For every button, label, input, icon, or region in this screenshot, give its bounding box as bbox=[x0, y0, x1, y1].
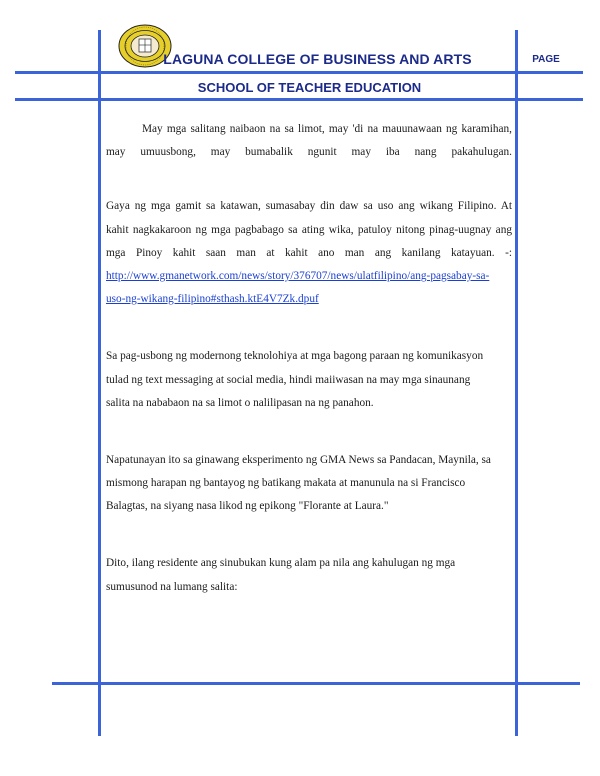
text-line: kahit nagkakaroon ng mga pagbabago sa at… bbox=[106, 223, 512, 236]
paragraph: Dito, ilang residente ang sinubukan kung… bbox=[106, 552, 512, 598]
paragraph: Gaya ng mga gamit sa katawan, sumasabay … bbox=[106, 195, 512, 311]
text-line: salita na nababaon na sa limot o nalilip… bbox=[106, 396, 374, 409]
text-line: may umuusbong, may bumabalik ngunit may … bbox=[106, 146, 512, 159]
paragraph: Napatunayan ito sa ginawang eksperimento… bbox=[106, 449, 512, 519]
text-line: Balagtas, na siyang nasa likod ng epikon… bbox=[106, 500, 389, 513]
source-link-continued[interactable]: uso-ng-wikang-filipino#sthash.ktE4V7Zk.d… bbox=[106, 293, 319, 306]
text-line: mga Pinoy kahit saan man at kahit ano ma… bbox=[106, 246, 512, 259]
document-body: May mga salitang naibaon na sa limot, ma… bbox=[106, 118, 512, 599]
paragraph: Sa pag-usbong ng modernong teknolohiya a… bbox=[106, 345, 512, 415]
college-seal-logo bbox=[118, 24, 172, 68]
left-margin-rule bbox=[98, 30, 101, 736]
text-line: sumusunod na lumang salita: bbox=[106, 580, 238, 593]
text-line: Sa pag-usbong ng modernong teknolohiya a… bbox=[106, 350, 484, 363]
header-top-rule bbox=[15, 71, 583, 74]
school-name: SCHOOL OF TEACHER EDUCATION bbox=[197, 80, 422, 95]
right-margin-rule bbox=[515, 30, 518, 736]
source-link[interactable]: http://www.gmanetwork.com/news/story/376… bbox=[106, 269, 490, 282]
text-line: Napatunayan ito sa ginawang eksperimento… bbox=[106, 453, 491, 466]
college-name: LAGUNA COLLEGE OF BUSINESS AND ARTS bbox=[163, 51, 472, 67]
header-bottom-rule bbox=[15, 98, 583, 101]
text-line: tulad ng text messaging at social media,… bbox=[106, 373, 471, 386]
page-label: PAGE bbox=[532, 54, 560, 65]
paragraph: May mga salitang naibaon na sa limot, ma… bbox=[106, 118, 512, 164]
footer-rule bbox=[52, 682, 580, 685]
text-line: May mga salitang naibaon na sa limot, ma… bbox=[142, 123, 512, 135]
text-line: mismong harapan ng bantayog ng batikang … bbox=[106, 477, 466, 490]
text-line: Dito, ilang residente ang sinubukan kung… bbox=[106, 557, 456, 570]
text-line: Gaya ng mga gamit sa katawan, sumasabay … bbox=[106, 200, 512, 213]
